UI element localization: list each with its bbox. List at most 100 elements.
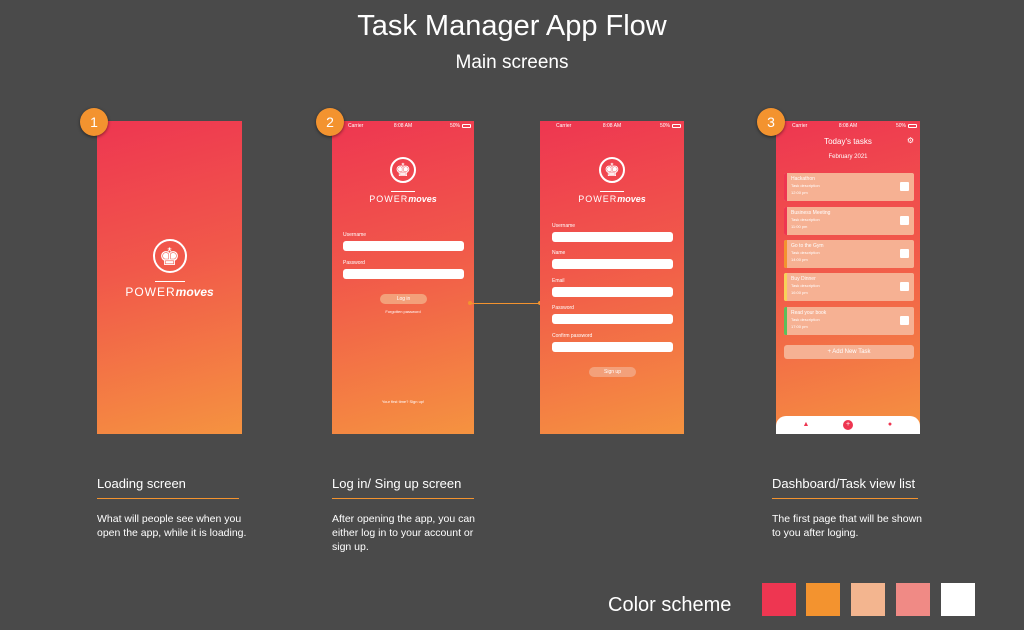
section-divider [97,498,239,499]
signup-confirm-field[interactable] [552,342,673,352]
task-checkbox[interactable] [900,316,909,325]
task-desc: Task description [791,250,820,255]
chess-king-icon: ♚ [390,157,416,183]
brand-prefix: POWER [125,285,176,299]
task-title: Go to the Gym [791,243,824,249]
color-swatch-white [941,583,975,616]
task-checkbox[interactable] [900,249,909,258]
clock-text: 8:08 AM [602,123,622,129]
brand-suffix: moves [408,194,437,204]
brand-logo: ♚ POWERmoves [540,157,684,204]
task-time: 11:00 pm [791,224,808,229]
signup-password-label: Password [552,305,574,311]
task-title: Buy Dinner [791,276,816,282]
task-desc: Task description [791,217,820,222]
loading-screen-mockup: ♚ POWERmoves [97,121,242,434]
task-time: 16:00 pm [791,290,808,295]
color-scheme-label: Color scheme [608,594,732,616]
login-button[interactable]: Log in [380,294,427,304]
forgotten-password-link[interactable]: Forgotten password [385,309,421,314]
task-priority-stripe [784,273,787,301]
task-time: 17:00 pm [791,324,808,329]
password-field[interactable] [343,269,464,279]
page-subtitle: Main screens [455,52,569,73]
battery-text: 50% [895,123,906,129]
task-time: 12:00 pm [791,190,808,195]
brand-suffix: moves [175,285,214,299]
flow-connector [468,301,542,305]
step-badge-1: 1 [80,108,108,136]
username-field[interactable] [343,241,464,251]
task-title: Business Meeting [791,210,831,216]
signup-email-field[interactable] [552,287,673,297]
task-priority-stripe [784,240,787,268]
battery-icon [672,124,681,128]
password-label: Password [343,260,365,266]
task-priority-stripe [784,307,787,335]
section-divider [772,498,918,499]
brand-logo: ♚ POWERmoves [97,239,242,299]
status-bar: Carrier 8:08 AM 50% [776,123,920,131]
task-priority-stripe [784,173,787,201]
status-bar: Carrier 8:08 AM 50% [540,123,684,131]
color-swatch-peach [851,583,885,616]
brand-prefix: POWER [578,194,618,204]
chess-king-icon: ♚ [152,239,187,273]
step-badge-2: 2 [316,108,344,136]
signup-button[interactable]: Sign up [589,367,636,377]
login-screen-mockup: Carrier 8:08 AM 50% ♚ POWERmoves Usernam… [332,121,474,434]
dashboard-screen-mockup: Carrier 8:08 AM 50% Today's tasks ⚙ Febr… [776,121,920,434]
task-card[interactable]: Buy Dinner Task description 16:00 pm [784,273,914,301]
home-icon[interactable]: ▲ [802,421,810,428]
color-swatch-salmon [896,583,930,616]
task-desc: Task description [791,183,820,188]
battery-text: 50% [659,123,670,129]
task-checkbox[interactable] [900,182,909,191]
dashboard-title: Today's tasks [824,137,872,146]
color-swatch-red [762,583,796,616]
section-desc-loading: What will people see when you open the a… [97,513,247,539]
signup-screen-mockup: Carrier 8:08 AM 50% ♚ POWERmoves Usernam… [540,121,684,434]
add-icon[interactable]: + [843,420,853,430]
profile-icon[interactable]: ● [887,421,893,428]
status-bar: Carrier 8:08 AM 50% [332,123,474,131]
section-heading-login: Log in/ Sing up screen [332,476,462,491]
signup-password-field[interactable] [552,314,673,324]
signup-username-label: Username [552,223,576,229]
task-checkbox[interactable] [900,282,909,291]
task-priority-stripe [784,207,787,235]
task-title: Read your book [791,310,827,316]
signup-name-label: Name [552,250,566,256]
signup-name-field[interactable] [552,259,673,269]
add-task-button[interactable]: + Add New Task [784,345,914,359]
section-desc-login: After opening the app, you can either lo… [332,513,476,553]
battery-icon [908,124,917,128]
task-card[interactable]: Read your book Task description 17:00 pm [784,307,914,335]
task-desc: Task description [791,317,820,322]
carrier-text: Carrier [792,123,808,129]
task-card[interactable]: Business Meeting Task description 11:00 … [784,207,914,235]
task-card[interactable]: Hackathon Task description 12:00 pm [784,173,914,201]
gear-icon[interactable]: ⚙ [906,136,914,145]
dashboard-date: February 2021 [828,154,868,160]
brand-logo: ♚ POWERmoves [332,157,474,204]
clock-text: 8:08 AM [838,123,858,129]
page-title: Task Manager App Flow [357,10,667,42]
bottom-tab-bar: ▲ + ● [776,416,920,434]
section-desc-dashboard: The first page that will be shown to you… [772,513,922,539]
section-heading-loading: Loading screen [97,476,186,491]
clock-text: 8:08 AM [393,123,413,129]
task-desc: Task description [791,283,820,288]
chess-king-icon: ♚ [599,157,625,183]
task-checkbox[interactable] [900,216,909,225]
signup-username-field[interactable] [552,232,673,242]
battery-icon [462,124,471,128]
color-swatch-orange [806,583,840,616]
task-time: 14:00 pm [791,257,808,262]
signup-link[interactable]: Your first time? Sign up! [381,399,425,404]
carrier-text: Carrier [348,123,364,129]
task-card[interactable]: Go to the Gym Task description 14:00 pm [784,240,914,268]
signup-email-label: Email [552,278,565,284]
step-badge-3: 3 [757,108,785,136]
signup-confirm-label: Confirm password [552,333,593,339]
